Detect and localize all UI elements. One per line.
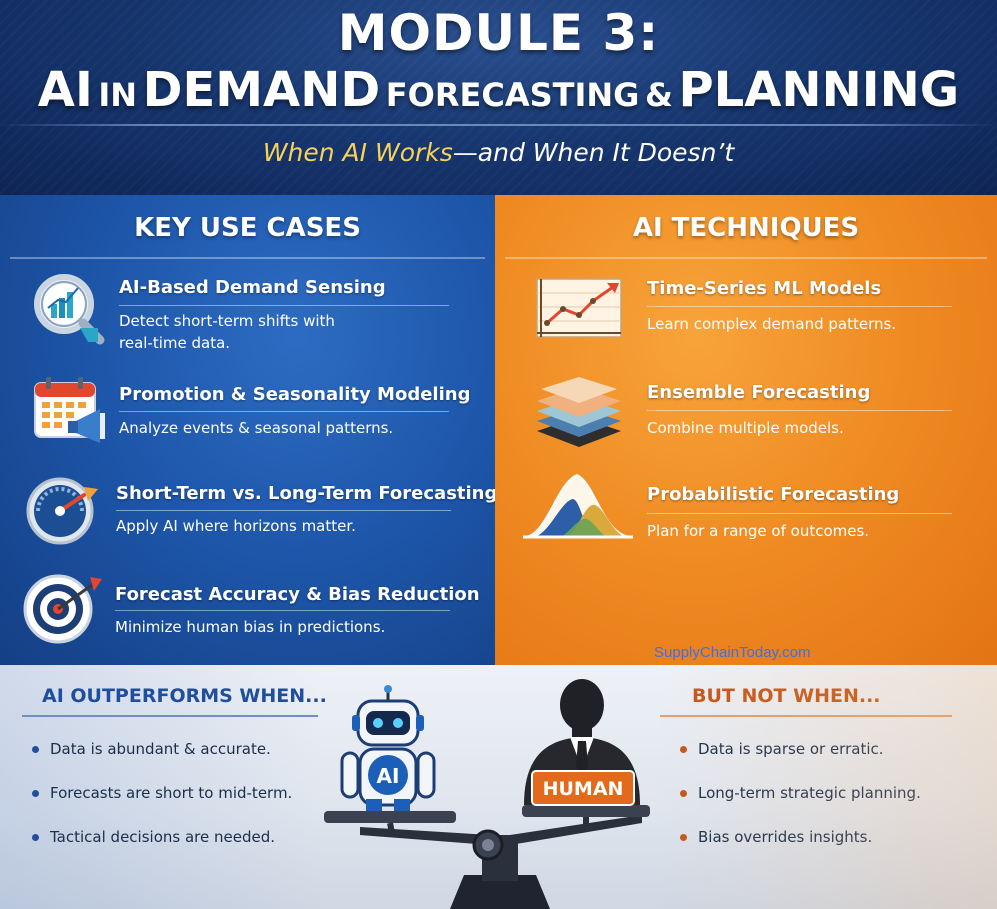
calendar-megaphone-icon (34, 377, 105, 443)
technique-title: Probabilistic Forecasting (647, 484, 900, 505)
bullet-icon (32, 834, 39, 841)
ai-techniques-panel: AI TECHNIQUES Time-Series ML Models Lear… (495, 195, 997, 665)
title-forecasting: FORECASTING (385, 76, 640, 114)
robot-icon (340, 685, 436, 811)
balance-scale-illustration: AI HUMAN (324, 679, 650, 909)
target-icon (23, 574, 102, 644)
but-not-when-list: Data is sparse or erratic. Long-term str… (678, 738, 921, 870)
watermark: SupplyChainToday.com (654, 644, 811, 661)
use-case-title: Short-Term vs. Long-Term Forecasting (116, 483, 498, 504)
list-item: Forecasts are short to mid-term. (30, 782, 292, 826)
list-item: Data is abundant & accurate. (30, 738, 292, 782)
subtitle-highlight: When AI Works (262, 138, 453, 167)
technique-title: Ensemble Forecasting (647, 382, 871, 403)
but-not-when-heading: BUT NOT WHEN... (692, 685, 881, 707)
list-item: Long-term strategic planning. (678, 782, 921, 826)
comparison-section: AI OUTPERFORMS WHEN... Data is abundant … (0, 665, 997, 909)
title-line-2: AI IN DEMAND FORECASTING & PLANNING (0, 62, 997, 118)
list-item-text: Tactical decisions are needed. (50, 828, 275, 846)
use-case-desc: Minimize human bias in predictions. (115, 618, 386, 636)
line-chart-icon (536, 278, 622, 338)
human-label-box (531, 770, 635, 806)
panel-heading-right: AI TECHNIQUES (632, 213, 860, 243)
panel-divider-left (10, 257, 485, 259)
item-divider (119, 305, 449, 306)
right-heading-divider (660, 715, 952, 717)
gauge-icon (26, 477, 98, 545)
bullet-icon (32, 746, 39, 753)
use-case-desc: Apply AI where horizons matter. (116, 517, 356, 535)
subtitle-rest: —and When It Doesn’t (452, 138, 735, 167)
key-use-cases-panel: KEY USE CASES AI-Based Demand Sensing De… (0, 195, 498, 665)
subtitle: When AI Works—and When It Doesn’t (0, 138, 997, 167)
ai-outperforms-list: Data is abundant & accurate. Forecasts a… (30, 738, 292, 870)
title-planning: PLANNING (678, 62, 960, 118)
list-item-text: Data is abundant & accurate. (50, 740, 271, 758)
use-case-desc: Detect short-term shifts with real-time … (119, 312, 335, 352)
item-divider (647, 513, 952, 514)
technique-desc: Combine multiple models. (647, 419, 844, 437)
item-divider (647, 306, 952, 307)
use-case-title: AI-Based Demand Sensing (119, 277, 386, 298)
item-divider (115, 610, 450, 611)
item-divider (119, 411, 449, 412)
title-line-1: MODULE 3: (337, 4, 660, 62)
panel-heading-left: KEY USE CASES (134, 213, 361, 243)
scale-beam (360, 815, 642, 845)
layers-icon (537, 377, 621, 447)
list-item-text: Long-term strategic planning. (698, 784, 921, 802)
magnifier-chart-icon (34, 274, 105, 345)
list-item-text: Forecasts are short to mid-term. (50, 784, 293, 802)
use-case-title: Promotion & Seasonality Modeling (119, 384, 471, 405)
title-amp: & (645, 76, 673, 114)
technique-title: Time-Series ML Models (647, 278, 882, 299)
robot-label: AI (377, 764, 400, 788)
technique-desc: Learn complex demand patterns. (647, 315, 897, 333)
panel-divider-right (505, 257, 987, 259)
left-pan (324, 811, 456, 823)
use-case-title: Forecast Accuracy & Bias Reduction (115, 584, 480, 605)
right-pan (522, 805, 650, 817)
title-demand: DEMAND (142, 62, 381, 118)
item-divider (116, 510, 451, 511)
title-in: IN (98, 76, 138, 114)
list-item: Bias overrides insights. (678, 826, 921, 870)
distribution-icon (523, 473, 633, 539)
left-heading-divider (22, 715, 318, 717)
title-ai: AI (37, 62, 93, 118)
list-item: Data is sparse or erratic. (678, 738, 921, 782)
human-label: HUMAN (543, 778, 624, 800)
ai-outperforms-heading: AI OUTPERFORMS WHEN... (42, 685, 327, 707)
technique-desc: Plan for a range of outcomes. (647, 522, 870, 540)
bullet-icon (32, 790, 39, 797)
list-item-text: Data is sparse or erratic. (698, 740, 884, 758)
list-item: Tactical decisions are needed. (30, 826, 292, 870)
header-divider (0, 124, 997, 126)
scale-base (450, 875, 550, 909)
use-case-desc: Analyze events & seasonal patterns. (119, 419, 394, 437)
list-item-text: Bias overrides insights. (698, 828, 873, 846)
item-divider (647, 410, 952, 411)
header: MODULE 3: AI IN DEMAND FORECASTING & PLA… (0, 0, 997, 195)
